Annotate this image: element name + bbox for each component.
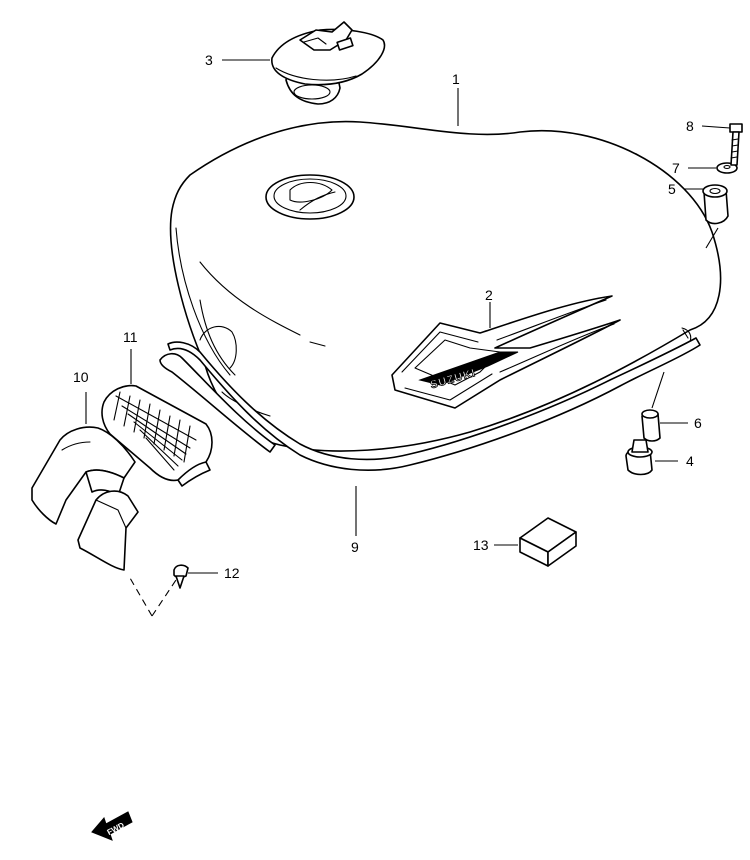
fuel-tank[interactable] (169, 120, 722, 452)
callout-7: 7 (672, 160, 680, 176)
callout-8: 8 (686, 118, 694, 134)
tank-emblem-decal[interactable]: SUZUKI (391, 295, 621, 409)
callout-labels: 1 2 3 4 5 6 7 8 9 10 11 12 13 (73, 52, 702, 581)
assembly-dashed-lines (129, 577, 177, 617)
callout-6: 6 (694, 415, 702, 431)
callout-3: 3 (205, 52, 213, 68)
callout-1: 1 (452, 71, 460, 87)
rubber-mount[interactable] (625, 439, 653, 476)
forward-direction-arrow: FWD (91, 811, 133, 841)
callout-11: 11 (123, 329, 138, 345)
cushion[interactable] (702, 184, 729, 225)
knee-grip-rubber[interactable] (101, 384, 213, 487)
callout-5: 5 (668, 181, 676, 197)
bolt[interactable] (729, 123, 743, 166)
cushion-pad[interactable] (519, 517, 577, 567)
callout-10: 10 (73, 369, 89, 385)
callout-12: 12 (224, 565, 240, 581)
fuel-cap[interactable] (271, 21, 386, 105)
callout-2: 2 (485, 287, 493, 303)
tank-trim[interactable] (159, 329, 701, 471)
callout-13: 13 (473, 537, 489, 553)
callout-4: 4 (686, 453, 694, 469)
knee-grip-bracket[interactable] (31, 426, 139, 571)
spacer[interactable] (641, 409, 661, 442)
leader-lines (85, 59, 731, 574)
callout-9: 9 (351, 539, 359, 555)
screw[interactable] (173, 564, 189, 589)
